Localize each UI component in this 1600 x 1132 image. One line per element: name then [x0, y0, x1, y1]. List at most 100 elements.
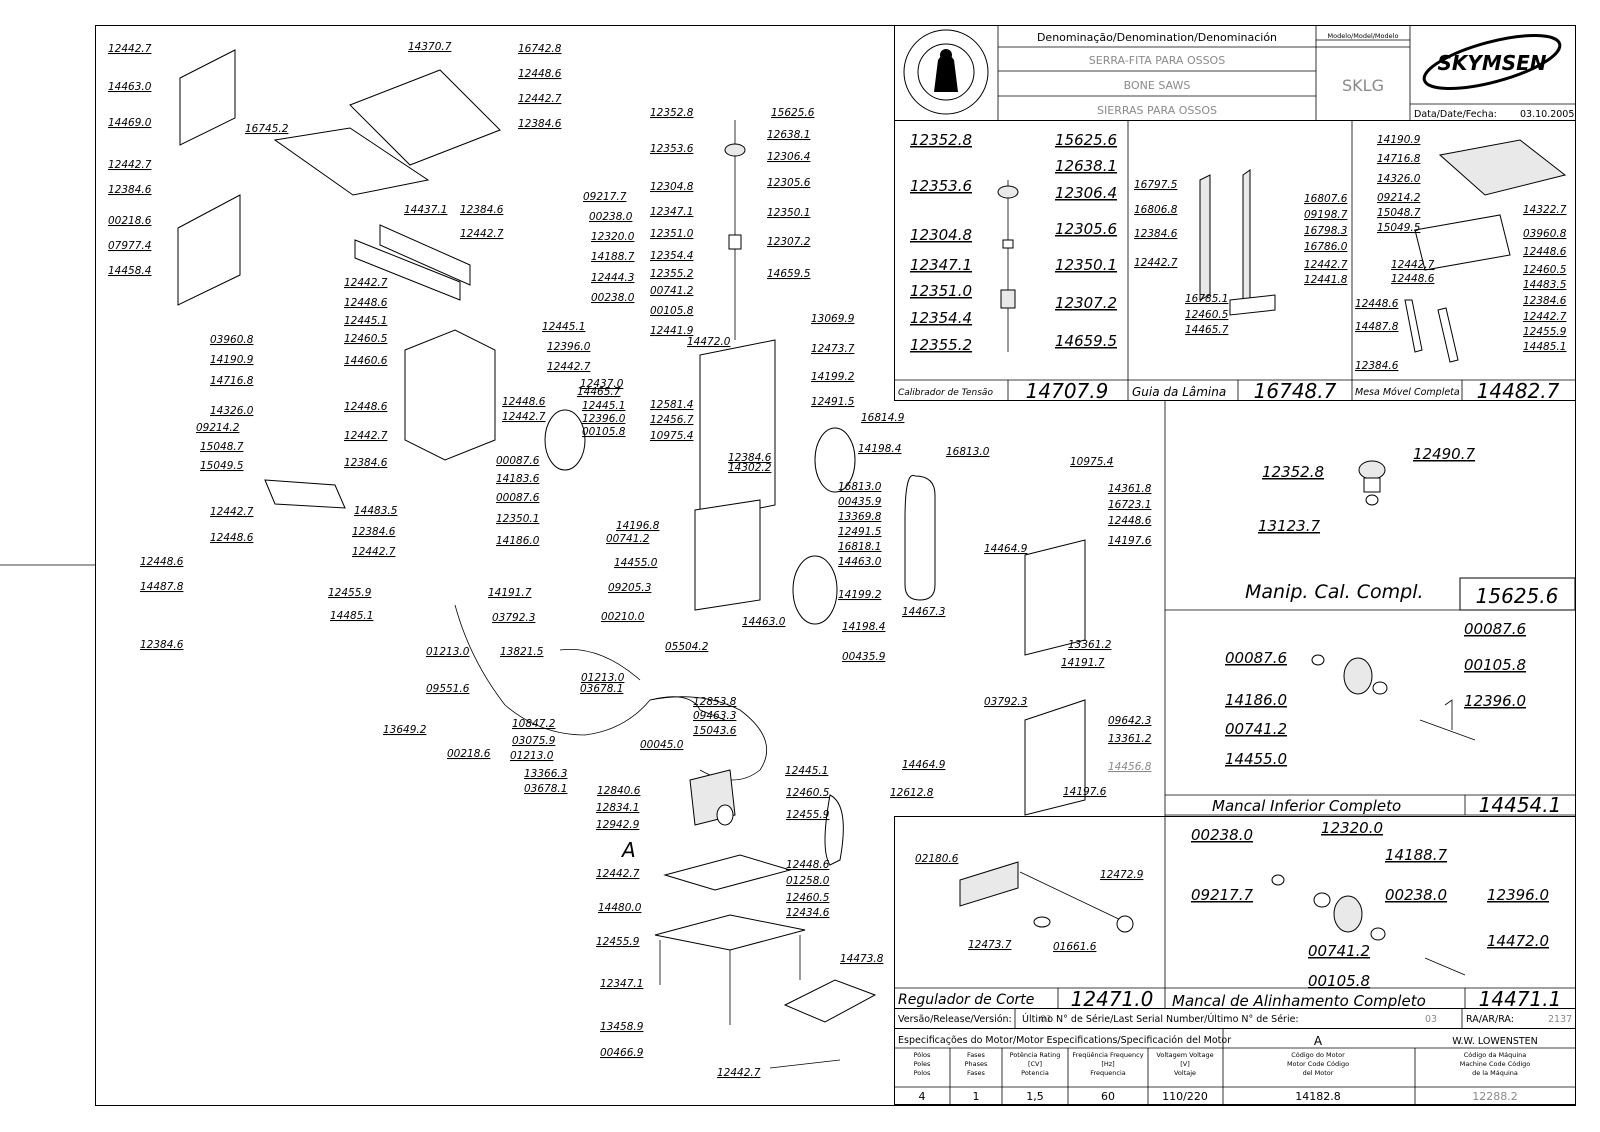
date-label: Data/Date/Fecha: [1414, 109, 1497, 120]
part-number-label: 13369.8 [838, 511, 882, 523]
part-number-label: 00238.0 [591, 292, 635, 304]
part-number-label: 12638.1 [767, 129, 810, 141]
part-number-label: 01213.0 [510, 750, 554, 762]
part-number-label: 16813.0 [838, 481, 882, 493]
part-number-label: 12473.7 [968, 939, 1012, 951]
part-number-label: 14186.0 [496, 535, 540, 547]
part-number-label: 12354.4 [650, 250, 693, 262]
motor-table-header: Phases [965, 1060, 988, 1068]
part-number-label: 14183.6 [496, 473, 540, 485]
part-number-label: 16818.1 [838, 541, 881, 553]
authorized-service-seal [903, 29, 989, 115]
part-number-label: 12448.6 [344, 297, 388, 309]
part-number-label: 12448.6 [518, 68, 562, 80]
part-number-label: 12352.8 [910, 131, 972, 149]
part-number-label: 12306.4 [1055, 184, 1117, 202]
part-number-label: 05504.2 [665, 641, 709, 653]
part-number-label: 03075.9 [512, 735, 556, 747]
part-number-label: 12460.5 [1523, 264, 1567, 276]
machine-name-es: SIERRAS PARA OSSOS [1097, 104, 1217, 117]
part-number-label: 14480.0 [598, 902, 642, 914]
motor-table-header: [Hz] [1101, 1060, 1114, 1068]
part-number-label: 14198.4 [858, 443, 901, 455]
part-number-label: 14463.0 [838, 556, 882, 568]
part-number-label: 12384.6 [518, 118, 562, 130]
part-number-label: 12352.8 [650, 107, 694, 119]
part-number-label: 00238.0 [1385, 886, 1447, 904]
part-number-label: 14485.1 [1523, 341, 1566, 353]
part-number-label: 12853.8 [693, 696, 737, 708]
part-number-label: 12448.6 [344, 401, 388, 413]
motor-table-value: 12288.2 [1472, 1090, 1518, 1103]
svg-text:SKYMSEN: SKYMSEN [1437, 51, 1546, 75]
part-number-label: 14198.4 [842, 621, 885, 633]
part-number-label: 00210.0 [601, 611, 645, 623]
part-number-label: 12434.6 [786, 907, 830, 919]
motor-table-value: 1 [973, 1090, 980, 1103]
part-number-label: 01213.0 [426, 646, 470, 658]
part-number-label: 16785.1 [1185, 293, 1228, 305]
panel-guia: Guia da Lâmina 16748.7 [1128, 169, 1352, 403]
part-number-label: 13649.2 [383, 724, 427, 736]
part-number-label: 00087.6 [1464, 620, 1526, 638]
mesa-code: 14482.7 [1477, 379, 1560, 403]
part-number-label: 03960.8 [1523, 228, 1567, 240]
part-number-label: 00045.0 [640, 739, 684, 751]
part-number-label: 12384.6 [344, 457, 388, 469]
part-number-label: 00741.2 [1225, 720, 1287, 738]
panel-manipulo: Manip. Cal. Compl. 15625.6 [1245, 460, 1576, 611]
panel-mancal-inferior: Mancal Inferior Completo 14454.1 [1165, 654, 1575, 817]
part-number-label: 14487.8 [1355, 321, 1399, 333]
title-block: Denominação/Denomination/Denominación Mo… [894, 25, 1576, 121]
panel-mesa: Mesa Móvel Completa 14482.7 [1352, 139, 1575, 403]
part-number-label: 03678.1 [580, 683, 623, 695]
part-number-label: 03792.3 [492, 612, 535, 624]
part-number-label: 03792.3 [984, 696, 1027, 708]
main-exploded-view [177, 49, 1086, 1069]
part-number-label: 00741.2 [1308, 942, 1370, 960]
motor-table-value: 60 [1101, 1090, 1115, 1103]
part-number-label: 12455.9 [786, 809, 830, 821]
part-number-label: 14190.9 [1377, 134, 1421, 146]
motor-table-header: Potencia [1021, 1069, 1049, 1077]
part-number-label: 13361.2 [1068, 639, 1112, 651]
part-number-label: 12442.7 [547, 361, 591, 373]
part-number-label: 12353.6 [650, 143, 694, 155]
part-number-label: 12350.1 [1055, 256, 1117, 274]
part-number-label: 14197.6 [1063, 786, 1107, 798]
part-number-label: 01661.6 [1053, 941, 1097, 953]
part-number-label: 12442.7 [1134, 257, 1178, 269]
part-number-label: 12307.2 [1055, 294, 1117, 312]
motor-table-value: 14182.8 [1295, 1090, 1341, 1103]
svg-text:RA/AR/RA:: RA/AR/RA: [1466, 1014, 1514, 1025]
part-number-label: 14191.7 [1061, 657, 1105, 669]
part-number-label: 14455.0 [614, 557, 658, 569]
part-number-label: 12834.1 [596, 802, 639, 814]
motor-table-header: Voltaje [1174, 1069, 1196, 1077]
part-number-label: 12442.7 [1304, 259, 1348, 271]
denomination-label: Denominação/Denomination/Denominación [1037, 31, 1277, 44]
part-number-label: 12448.6 [1523, 246, 1567, 258]
part-number-label: 12444.3 [591, 272, 634, 284]
part-number-label: 12445.1 [542, 321, 585, 333]
part-number-label: 14483.5 [354, 505, 398, 517]
part-number-label: 12320.0 [591, 231, 635, 243]
part-number-label: 16797.5 [1134, 179, 1178, 191]
part-number-label: 15049.5 [1377, 222, 1421, 234]
part-number-label: 09217.7 [583, 191, 627, 203]
motor-table-value: 110/220 [1162, 1090, 1208, 1103]
part-number-label: 14473.8 [840, 953, 884, 965]
part-number-label: 12942.9 [596, 819, 640, 831]
part-number-label: 12460.5 [786, 892, 830, 904]
part-number-label: 00105.8 [650, 305, 694, 317]
part-number-label: 12442.7 [1523, 311, 1567, 323]
part-number-label: 12445.1 [582, 400, 625, 412]
part-number-label: 14190.9 [210, 354, 254, 366]
motor-table-header: Motor Code Código [1287, 1060, 1349, 1068]
part-number-label: 16814.9 [861, 412, 905, 424]
panel-calibrador: Calibrador de Tensão 14707.9 [894, 180, 1128, 403]
part-number-label: 12305.6 [767, 177, 811, 189]
